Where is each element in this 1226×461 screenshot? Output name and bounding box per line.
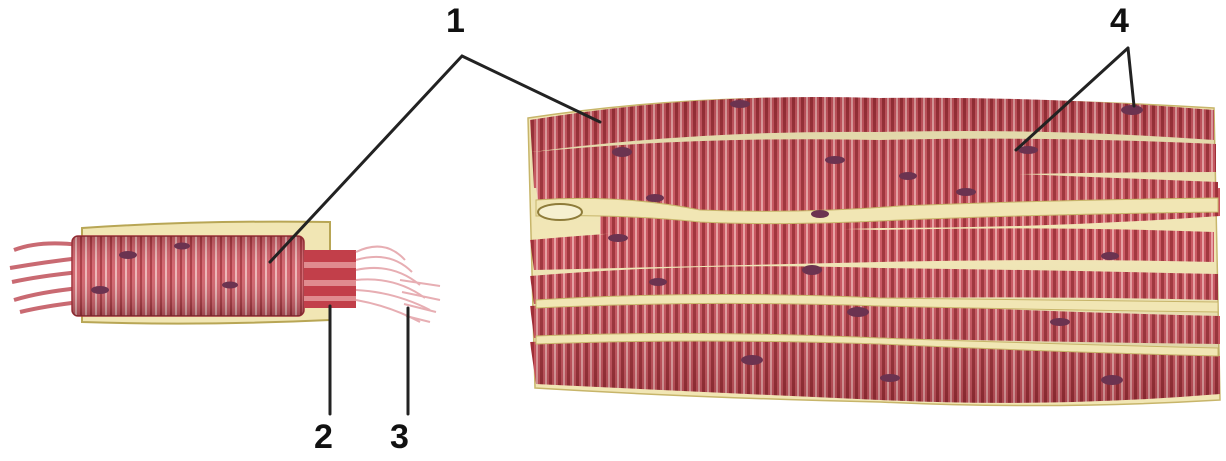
single-muscle-fiber [10, 222, 440, 324]
connective-loop [538, 204, 582, 220]
frayed-left-end [10, 243, 80, 312]
nucleus [222, 282, 238, 289]
nucleus [91, 286, 109, 294]
muscle-tissue [528, 97, 1220, 406]
nucleus [119, 251, 137, 259]
nucleus [174, 243, 190, 250]
label-4: 4 [1110, 4, 1129, 38]
label-2: 2 [314, 420, 333, 454]
label-1: 1 [446, 4, 465, 38]
label-3: 3 [390, 420, 409, 454]
myofilaments [356, 247, 440, 322]
myofibril-bundle [304, 250, 356, 308]
